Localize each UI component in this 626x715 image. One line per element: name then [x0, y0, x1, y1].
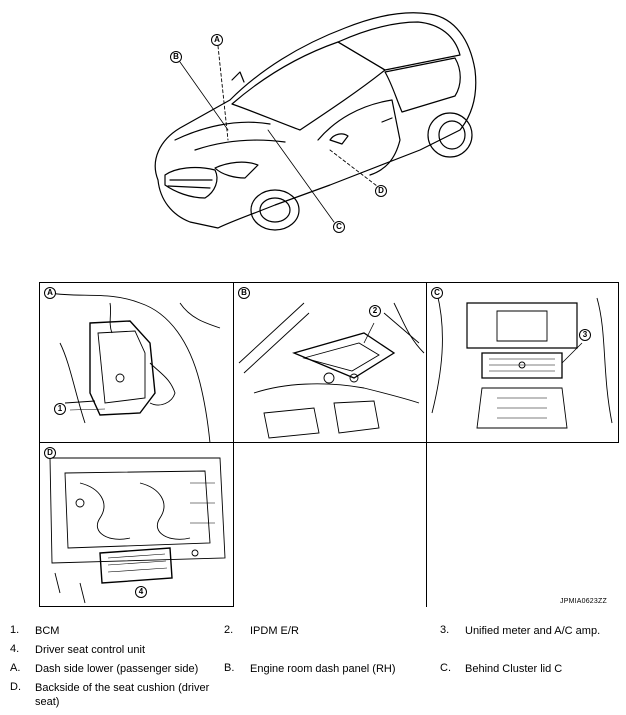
callout-1: 1 [54, 403, 66, 415]
callout-c: C [333, 221, 345, 233]
legend-text-1: BCM [35, 625, 60, 637]
legend-text-2: IPDM E/R [250, 625, 299, 637]
legend-text-b: Engine room dash panel (RH) [250, 663, 396, 675]
legend-num-4: 4. [10, 643, 20, 655]
car-body-outline [154, 12, 477, 229]
legend-num-3: 3. [440, 624, 450, 636]
callout-d: D [375, 185, 387, 197]
panel-d-seat-cushion: D 4 [39, 442, 234, 607]
legend-num-a: A. [10, 662, 21, 674]
detail-panels-grid: A 1 B 2 [39, 282, 619, 607]
legend-num-b: B. [224, 662, 235, 674]
callout-4: 4 [135, 586, 147, 598]
panel-empty-1 [233, 442, 427, 607]
front-wheel [250, 189, 300, 231]
legend-text-d: Backside of the seat cushion (driver sea… [35, 682, 210, 708]
callout-a: A [211, 34, 223, 46]
figure-code: JPMIA0623ZZ [560, 598, 607, 605]
panel-d-label: D [44, 447, 56, 459]
legend: 1. BCM 2. IPDM E/R 3. Unified meter and … [10, 624, 626, 714]
legend-num-1: 1. [10, 624, 20, 636]
legend-text-a: Dash side lower (passenger side) [35, 663, 199, 675]
legend-text-4: Driver seat control unit [35, 644, 146, 656]
car-overview-illustration [154, 12, 477, 231]
callout-3: 3 [579, 329, 591, 341]
side-window [384, 57, 461, 113]
callout-2: 2 [369, 305, 381, 317]
panel-b-label: B [238, 287, 250, 299]
panel-c-cluster-lid: C 3 [426, 282, 619, 443]
rear-wheel [427, 112, 473, 158]
windshield [231, 41, 386, 131]
front-grille [164, 166, 218, 199]
panel-c-label: C [431, 287, 443, 299]
legend-num-2: 2. [224, 624, 234, 636]
panel-a-dash-side: A 1 [39, 282, 234, 443]
legend-text-c: Behind Cluster lid C [465, 663, 563, 675]
callout-b: B [170, 51, 182, 63]
legend-text-3: Unified meter and A/C amp. [465, 625, 601, 637]
legend-num-c: C. [440, 662, 451, 674]
panel-a-label: A [44, 287, 56, 299]
panel-empty-2 [426, 442, 619, 607]
legend-num-d: D. [10, 681, 21, 693]
panel-b-engine-room: B 2 [233, 282, 427, 443]
